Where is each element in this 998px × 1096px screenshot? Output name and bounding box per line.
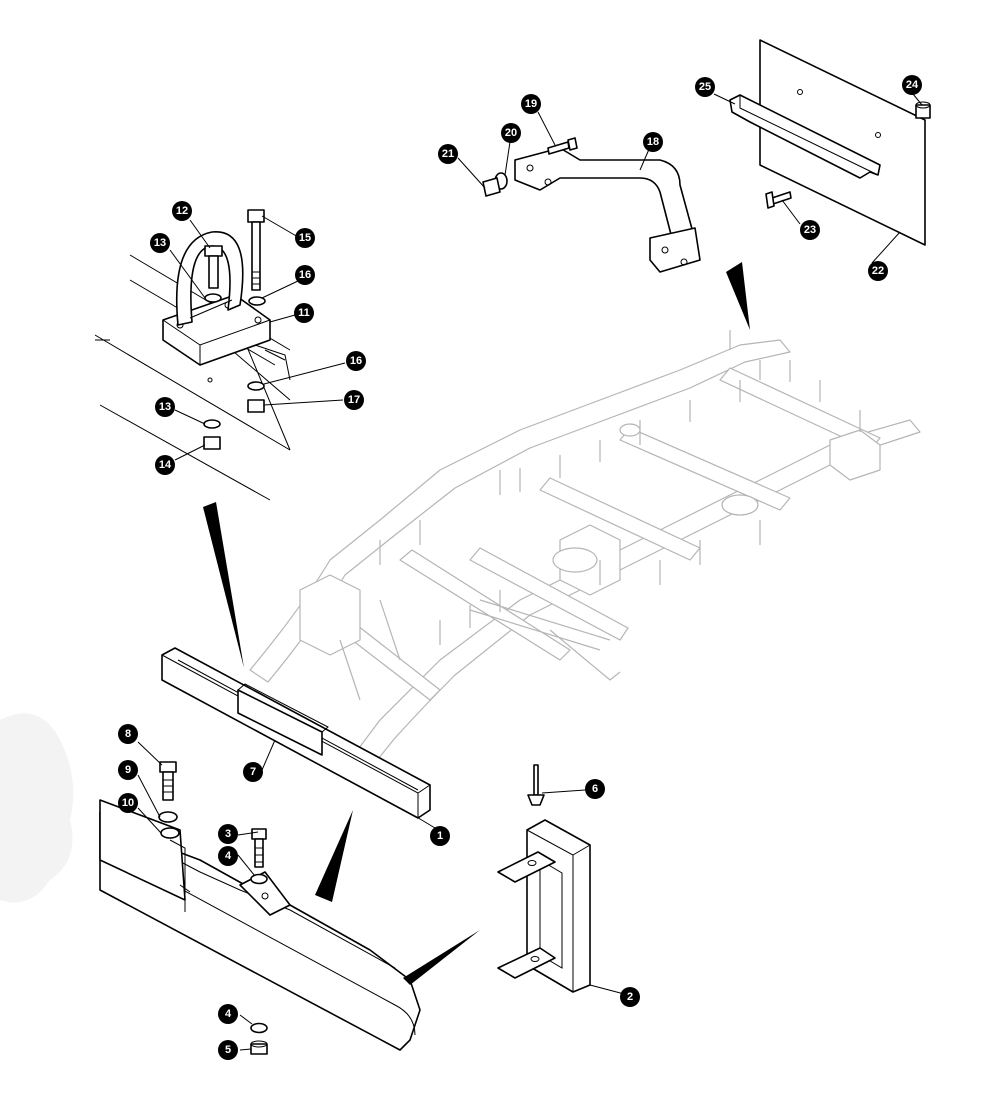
callout-6: 6 [585,779,605,799]
svg-text:23: 23 [804,224,816,236]
washer-part-4-lower [250,1022,268,1034]
svg-text:1: 1 [437,830,443,842]
svg-text:20: 20 [505,127,517,139]
callout-7: 7 [243,762,263,782]
callout-5: 5 [218,1040,238,1060]
svg-text:4: 4 [225,850,232,862]
svg-text:21: 21 [442,148,454,160]
svg-text:18: 18 [647,136,659,148]
svg-text:24: 24 [906,79,919,91]
pointer-bumper [315,810,353,902]
callout-18: 18 [643,132,663,152]
washer-part-9 [158,811,178,823]
callout-24: 24 [902,75,922,95]
svg-text:13: 13 [154,237,166,249]
screw-part-19 [547,137,578,155]
bracket-part-2 [497,819,591,993]
svg-text:22: 22 [872,265,884,277]
nut-part-21 [482,177,501,197]
nut-part-5 [250,1040,268,1055]
bolt-part-3 [251,828,267,868]
callout-15: 15 [295,228,315,248]
callout-9: 9 [118,760,138,780]
callout-19: 19 [521,94,541,114]
svg-text:4: 4 [225,1008,232,1020]
svg-text:11: 11 [298,307,310,319]
pointer-handle [726,262,750,330]
svg-text:19: 19 [525,98,537,110]
washer-part-4-upper [250,873,268,885]
callout-2: 2 [620,987,640,1007]
svg-text:25: 25 [699,81,711,93]
plate-part-22 [759,39,926,246]
svg-text:16: 16 [299,269,311,281]
callout-23: 23 [800,220,820,240]
svg-text:2: 2 [627,991,633,1003]
bolt-part-8 [159,761,177,801]
grab-handle-part-18 [514,147,701,273]
svg-text:16: 16 [350,355,362,367]
chassis-frame [249,330,921,776]
svg-text:6: 6 [592,783,598,795]
callout-20: 20 [501,123,521,143]
screw-part-23 [765,191,792,209]
callout-22: 22 [868,261,888,281]
callout-13-lower: 13 [155,397,175,417]
callout-17: 17 [344,390,364,410]
svg-text:15: 15 [299,232,311,244]
callout-12: 12 [172,201,192,221]
svg-text:7: 7 [250,766,256,778]
leader-lines [137,93,923,1051]
rivet-part-6 [527,764,545,806]
svg-text:9: 9 [125,764,131,776]
callout-13-upper: 13 [150,233,170,253]
svg-text:3: 3 [225,828,231,840]
callout-1: 1 [430,826,450,846]
number-plate-part-7 [237,683,329,756]
tow-eye-detail [94,209,291,501]
channel-rail-part-25 [729,94,881,179]
callout-16-lower: 16 [346,351,366,371]
callout-21: 21 [438,144,458,164]
callout-11: 11 [294,303,314,323]
callout-25: 25 [695,77,715,97]
callout-3: 3 [218,824,238,844]
callout-8: 8 [118,724,138,744]
pointer-tow-eye [203,502,244,668]
callout-10: 10 [118,793,138,813]
callout-4-lower: 4 [218,1004,238,1024]
svg-text:5: 5 [225,1044,231,1056]
svg-text:12: 12 [176,205,188,217]
svg-text:13: 13 [159,401,171,413]
background-blob [0,713,74,903]
lower-bumper-assembly [99,799,421,1051]
pointer-bracket [403,930,480,985]
svg-text:14: 14 [159,459,172,471]
svg-text:10: 10 [122,797,134,809]
callout-14: 14 [155,455,175,475]
svg-text:8: 8 [125,728,131,740]
svg-text:17: 17 [348,394,360,406]
callout-4-upper: 4 [218,846,238,866]
callout-16-upper: 16 [295,265,315,285]
nut-part-24 [915,101,931,119]
washer-part-10 [160,827,180,839]
